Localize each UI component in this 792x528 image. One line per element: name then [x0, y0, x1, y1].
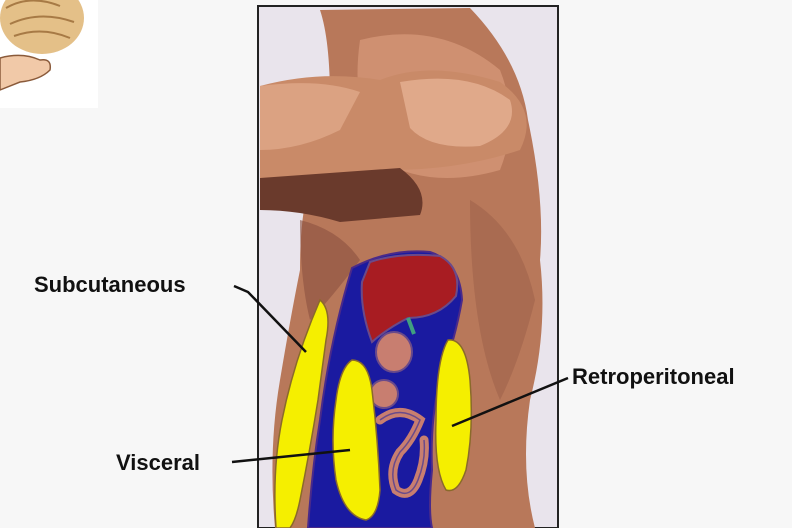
label-retroperitoneal: Retroperitoneal [572, 366, 735, 388]
body-panel [258, 6, 558, 528]
label-subcutaneous: Subcutaneous [34, 274, 186, 296]
stomach [376, 332, 412, 372]
corner-thumbnail [0, 0, 98, 108]
label-visceral: Visceral [116, 452, 200, 474]
retroperitoneal-fat [436, 340, 472, 491]
